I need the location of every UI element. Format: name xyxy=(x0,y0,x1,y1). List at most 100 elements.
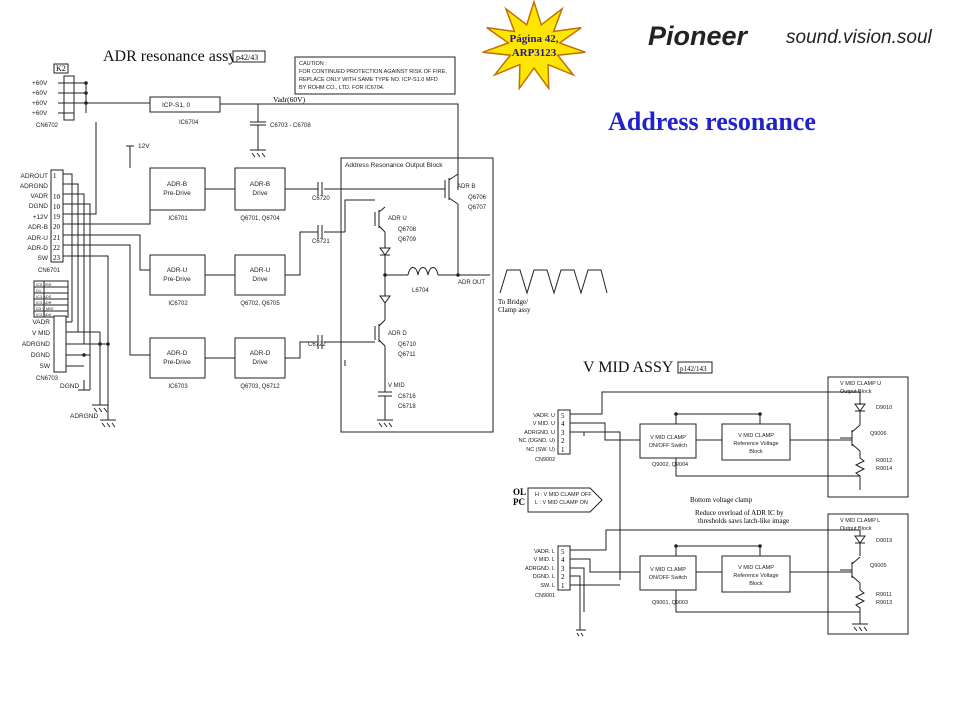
svg-text:ADR-U: ADR-U xyxy=(250,267,271,274)
upper-wires xyxy=(570,391,861,441)
k2-box xyxy=(53,63,69,74)
pin-num-4: 19 xyxy=(53,213,61,221)
svg-text:2: 2 xyxy=(561,437,565,445)
logo-tagline: sound.vision.soul xyxy=(786,27,933,48)
svg-text:ADRGND. L: ADRGND. L xyxy=(525,566,555,572)
adr-b-predrive xyxy=(149,167,206,211)
cap-c6720: C6720 xyxy=(312,196,330,202)
vadr-label: Vadr(60V) xyxy=(273,95,306,104)
lower-pin-adrgnd: ADRGND xyxy=(22,341,50,348)
svg-text:3: 3 xyxy=(561,429,565,437)
ic6701-label: IC6701 xyxy=(168,216,188,222)
pin-adrout: ADROUT xyxy=(21,173,48,180)
adr-u-drive xyxy=(234,254,286,296)
pin-num-2: 10 xyxy=(53,193,61,201)
svg-text:Drive: Drive xyxy=(252,190,268,197)
pin-adr-b: ADR-B xyxy=(28,224,48,231)
table-row-2: D1 xyxy=(36,288,42,293)
svg-text:ADR-U: ADR-U xyxy=(167,267,188,274)
adr-b-drive xyxy=(234,167,286,211)
bridge-note-2: Clamp assy xyxy=(498,306,531,314)
burst-shape xyxy=(482,0,586,91)
l6704-label: L6704 xyxy=(412,288,429,294)
pioneer-logo: Pioneer sound.vision.soul xyxy=(648,21,933,51)
adr-d-chain: ADR-D Pre-Drive ADR-D Drive IC6703 Q6703… xyxy=(149,337,286,390)
q9001-label: Q9001, Q9003 xyxy=(652,600,688,606)
ground-symbol-4 xyxy=(100,366,116,428)
pin-num-6: 21 xyxy=(53,234,61,242)
vmid-lower-pins: VADR. L V MID. L ADRGND. L DGND. L SW. L… xyxy=(525,548,565,590)
upper-internal-wires xyxy=(675,413,860,477)
pin-number-labels: 1 10 10 19 20 21 22 23 xyxy=(53,172,61,262)
caution-line-4: BY ROHM CO., LTD. FOR IC6704. xyxy=(299,85,385,91)
pin-num-1: 1 xyxy=(53,172,57,180)
table-row-6: IC3 ADA xyxy=(36,312,52,317)
svg-text:VADR. U: VADR. U xyxy=(533,413,555,419)
svg-text:4: 4 xyxy=(561,556,565,564)
svg-text:Pre-Drive: Pre-Drive xyxy=(163,190,191,197)
q6707-label: Q6707 xyxy=(468,205,487,211)
table-row-3: IC3 ADS xyxy=(36,294,52,299)
vmid-upper-pins: VADR. U V MID. U ADRGND. U NC (DGND. U) … xyxy=(519,412,565,454)
svg-text:Reference Voltage: Reference Voltage xyxy=(733,573,778,579)
svg-text:ON/OFF Switch: ON/OFF Switch xyxy=(649,443,688,449)
cn6703-label: CN6703 xyxy=(36,376,59,382)
svg-text:DGND. L: DGND. L xyxy=(533,574,555,580)
logo-text: Pioneer xyxy=(648,21,749,51)
pin-num-5: 20 xyxy=(53,223,61,231)
ground-symbol-2 xyxy=(92,332,108,413)
q6702-label: Q6702, Q6705 xyxy=(240,301,280,307)
adr-d-drive xyxy=(234,337,286,379)
svg-text:SW. L: SW. L xyxy=(540,583,555,589)
ic6704-label: IC6704 xyxy=(179,120,199,126)
resonance-waveform xyxy=(499,269,608,295)
c6718-label: C6718 xyxy=(398,404,416,410)
svg-text:R9013: R9013 xyxy=(876,600,892,606)
svg-text:V MID CLAMP: V MID CLAMP xyxy=(650,435,686,441)
svg-text:V MID CLAMP: V MID CLAMP xyxy=(738,565,774,571)
adr-d-predrive xyxy=(149,337,206,379)
power-pin-1: +60V xyxy=(32,80,48,87)
cap-c6722: C6722 xyxy=(308,342,326,348)
adr-u-label: ADR U xyxy=(388,216,407,222)
dgnd-label: DGND xyxy=(60,383,79,390)
svg-text:Pre-Drive: Pre-Drive xyxy=(163,276,191,283)
adr-assy-title: ADR resonance assy xyxy=(103,48,236,65)
vmid-page-box xyxy=(677,361,713,374)
svg-text:D9019: D9019 xyxy=(876,538,892,544)
vmid-capacitor xyxy=(377,380,393,428)
svg-text:1: 1 xyxy=(561,446,565,454)
cap-c6721: C6721 xyxy=(312,239,330,245)
note-bottom-clamp: Bottom voltage clamp xyxy=(690,496,753,504)
svg-text:V MID. U: V MID. U xyxy=(533,421,555,427)
svg-text:NC (SW. U): NC (SW. U) xyxy=(526,447,555,453)
cn6702-label: CN6702 xyxy=(36,123,59,129)
output-block xyxy=(340,157,494,433)
lower-pin-vmid: V MID xyxy=(32,330,50,337)
pin-table: IC5 VSS D1 IC3 ADS IC3 ADR D3 V MID IC3 … xyxy=(33,280,69,318)
coupling-caps xyxy=(317,182,323,349)
cn6701-connector xyxy=(50,169,64,263)
power-pin-3: +60V xyxy=(32,100,48,107)
svg-text:5: 5 xyxy=(561,548,565,556)
lower-wires-vmid xyxy=(570,529,861,631)
adr-page-box xyxy=(232,50,266,63)
left-pin-labels: ADROUT ADRGND VADR DGND +12V ADR-B ADR-U… xyxy=(20,173,49,262)
burst-line2: ARP3123 xyxy=(512,47,557,59)
adr-page-ref: p42/43 xyxy=(236,53,258,62)
q6701-label: Q6701, Q6704 xyxy=(240,216,280,222)
svg-text:R9011: R9011 xyxy=(876,592,892,598)
vmid-clamp-ref-u xyxy=(721,423,791,461)
svg-text:ADRGND. U: ADRGND. U xyxy=(524,430,555,436)
pc-label: PC xyxy=(513,497,525,507)
vmid-assy-title: V MID ASSY xyxy=(583,359,674,376)
fet-adr-u xyxy=(344,199,386,248)
svg-text:Block: Block xyxy=(749,581,763,587)
lower-pin-sw: SW xyxy=(40,363,51,370)
q6703-label: Q6703, Q6712 xyxy=(240,384,280,390)
svg-text:ADR-B: ADR-B xyxy=(167,181,187,188)
svg-text:Drive: Drive xyxy=(252,276,268,283)
icp-label: ICP-S1, 0 xyxy=(162,102,191,109)
adr-b-chain: ADR-B Pre-Drive ADR-B Drive IC6701 Q6701… xyxy=(149,167,286,222)
